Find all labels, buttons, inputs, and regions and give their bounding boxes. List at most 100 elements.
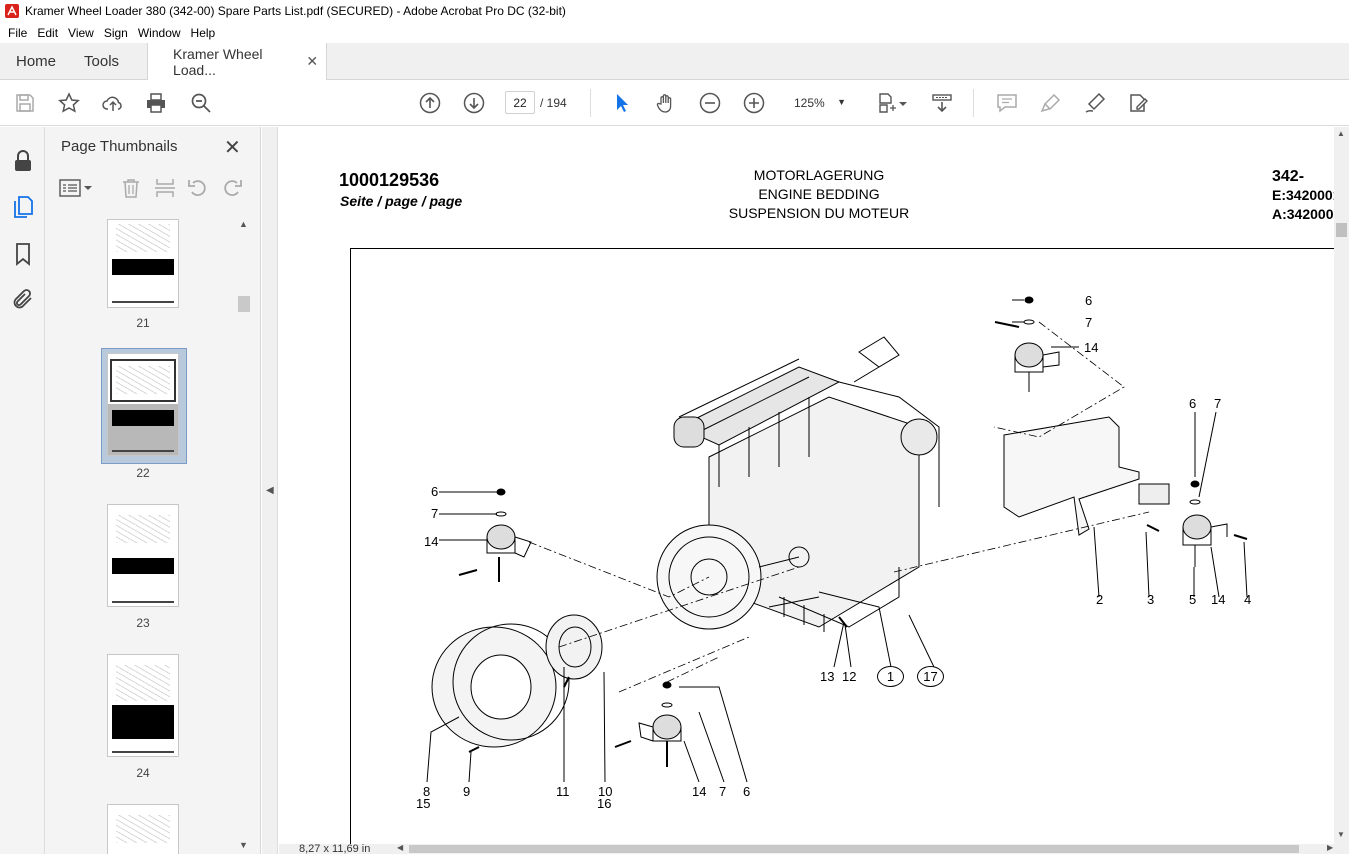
callout-label: 6 [743, 784, 751, 799]
print-icon[interactable] [144, 91, 168, 115]
document-viewport[interactable]: 1000129536 Seite / page / page MOTORLAGE… [279, 127, 1334, 844]
drawing-frame [350, 248, 1334, 844]
callout-label: 14 [1211, 592, 1226, 607]
page-fit-chevron-icon[interactable] [896, 91, 910, 115]
bookmark-icon[interactable] [11, 242, 35, 266]
upload-cloud-icon[interactable] [101, 91, 125, 115]
thumbnail-page[interactable] [107, 219, 179, 308]
zoom-level-select[interactable]: 125% ▼ [782, 91, 854, 114]
panel-collapse-handle[interactable]: ◀ [262, 127, 278, 854]
callout-label: 6 [1085, 293, 1093, 308]
callout-circled: 1 [877, 666, 904, 687]
page-up-icon[interactable] [418, 91, 442, 115]
callout-circled: 17 [917, 666, 944, 687]
document-heading: MOTORLAGERUNG ENGINE BEDDING SUSPENSION … [709, 166, 929, 223]
toolbar-divider [590, 89, 591, 117]
menu-view[interactable]: View [68, 25, 94, 40]
document-vertical-scrollbar[interactable]: ▲ ▼ [1334, 127, 1349, 844]
thumbnail-page[interactable] [107, 504, 179, 607]
page-down-icon[interactable] [462, 91, 486, 115]
callout-label: 3 [1147, 592, 1155, 607]
thumbnails-toolbar [55, 175, 250, 201]
heading-fr: SUSPENSION DU MOTEUR [728, 205, 910, 221]
thumbnails-scrollbar[interactable]: ▲ ▼ [236, 215, 252, 854]
tab-close-icon[interactable]: ✕ [306, 53, 319, 69]
mount-bottom [614, 681, 682, 767]
tab-home[interactable]: Home [16, 52, 57, 70]
heading-en: ENGINE BEDDING [758, 186, 880, 202]
window-title: Kramer Wheel Loader 380 (342-00) Spare P… [25, 4, 566, 18]
thumbnails-title: Page Thumbnails [61, 138, 178, 155]
bookmark-star-icon[interactable] [57, 91, 81, 115]
callout-label: 11 [556, 784, 570, 799]
zoom-search-icon[interactable] [189, 91, 213, 115]
save-icon[interactable] [13, 91, 37, 115]
thumbnail-page[interactable] [107, 804, 179, 854]
callout-label: 6 [1189, 396, 1197, 411]
document-horizontal-scrollbar[interactable]: ◀ ▶ [279, 843, 1349, 854]
document-page-label: Seite / page / page [340, 193, 463, 209]
engine-exploded-drawing [426, 296, 1248, 783]
thumbnail-page[interactable] [107, 654, 179, 757]
callout-label: 13 [820, 669, 835, 684]
page-total-label: / 194 [540, 96, 567, 110]
callout-label: 7 [431, 506, 439, 521]
menu-file[interactable]: File [8, 25, 28, 40]
draw-sign-icon[interactable] [1083, 91, 1107, 115]
menu-bar: File Edit View Sign Window Help [0, 22, 1349, 43]
hand-tool-icon[interactable] [654, 91, 678, 115]
menu-window[interactable]: Window [137, 25, 181, 40]
scroll-mode-icon[interactable] [930, 91, 954, 115]
lock-icon[interactable] [11, 149, 35, 173]
document-id: 1000129536 [339, 170, 440, 190]
mount-right-top [994, 296, 1060, 392]
tab-tools[interactable]: Tools [84, 52, 120, 70]
zoom-out-icon[interactable] [698, 91, 722, 115]
menu-edit[interactable]: Edit [37, 25, 59, 40]
callout-label: 10 [598, 784, 613, 799]
callout-label: 14 [692, 784, 707, 799]
zoom-level-value: 125% [794, 95, 825, 110]
menu-help[interactable]: Help [190, 25, 216, 40]
delete-page-icon[interactable] [120, 177, 142, 199]
comment-icon[interactable] [995, 91, 1019, 115]
thumbnail-page-selected[interactable] [107, 353, 179, 456]
mount-left [458, 488, 532, 582]
toolbar-divider [973, 89, 974, 117]
tab-bar: Home Tools Kramer Wheel Load... ✕ [0, 43, 1349, 80]
callout-label: 16 [597, 796, 612, 811]
attachment-icon[interactable] [11, 287, 35, 311]
document-codes: 342- E:3420001 A:3420005 [1272, 167, 1334, 224]
main-toolbar [0, 80, 1349, 126]
serial-to: A:3420005 [1272, 206, 1334, 222]
mount-right-bracket [1003, 416, 1248, 567]
callout-label: 4 [1244, 592, 1252, 607]
callout-label: 7 [719, 784, 727, 799]
page-number-input[interactable]: 22 [505, 91, 535, 114]
menu-sign[interactable]: Sign [103, 25, 128, 40]
page-size-label: 8,27 x 11,69 in [299, 843, 371, 855]
select-cursor-icon[interactable] [610, 91, 634, 115]
model-code: 342- [1272, 168, 1305, 185]
extract-page-icon[interactable] [154, 177, 176, 199]
rotate-left-icon[interactable] [187, 177, 209, 199]
thumbnail-page-number: 22 [136, 466, 150, 480]
highlight-pen-icon[interactable] [1039, 91, 1063, 115]
options-menu-icon[interactable] [59, 177, 93, 199]
close-icon[interactable]: ✕ [224, 137, 241, 159]
page-fit-icon[interactable] [876, 91, 900, 115]
chevron-left-icon: ◀ [266, 485, 274, 496]
serial-from: E:3420001 [1272, 187, 1334, 203]
callout-label: 2 [1096, 592, 1104, 607]
callout-label: 7 [1085, 315, 1093, 330]
rotate-right-icon[interactable] [221, 177, 243, 199]
fill-sign-icon[interactable] [1126, 91, 1150, 115]
callout-label: 7 [1214, 396, 1222, 411]
callout-label: 5 [1189, 592, 1197, 607]
left-rail [0, 127, 45, 854]
chevron-down-icon: ▼ [837, 97, 846, 107]
tab-document[interactable]: Kramer Wheel Load... ✕ [147, 43, 328, 80]
zoom-in-icon[interactable] [742, 91, 766, 115]
callout-label: 9 [463, 784, 471, 799]
page-thumbnails-icon[interactable] [11, 195, 35, 219]
